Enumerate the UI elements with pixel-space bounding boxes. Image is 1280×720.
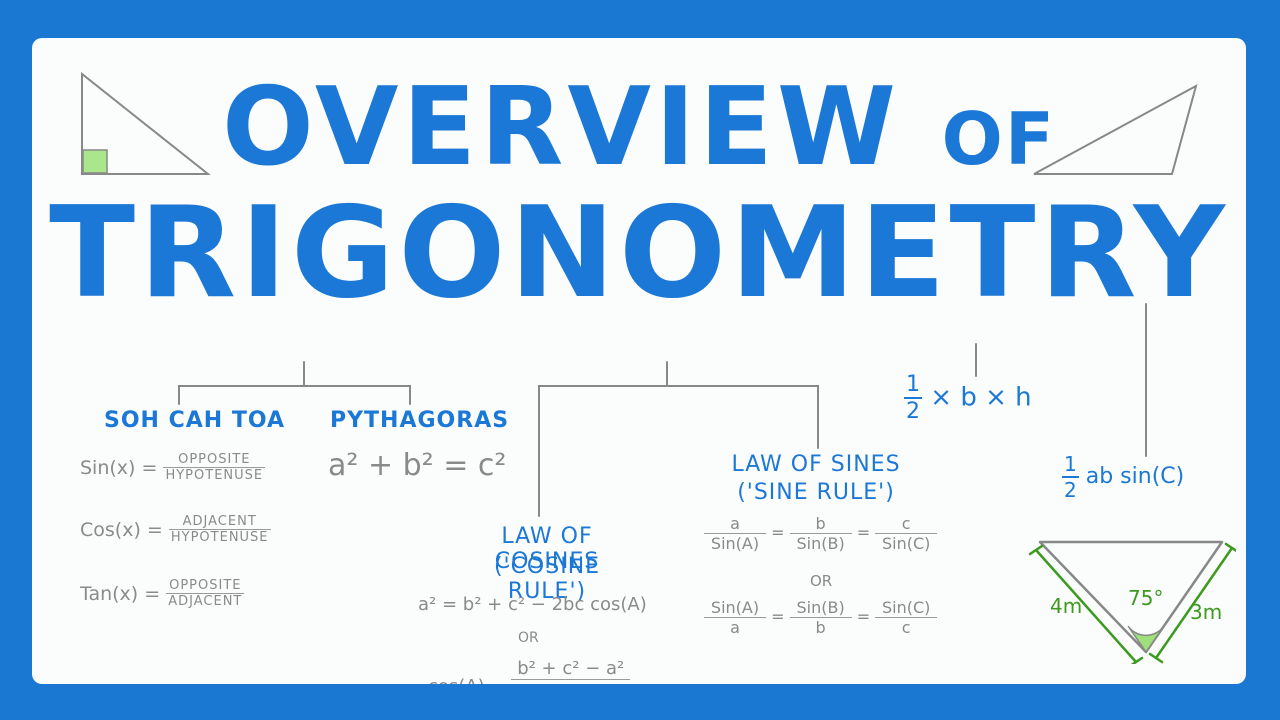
title-overview: OVERVIEW (221, 65, 901, 190)
sine-frac-c-num: c (875, 514, 938, 534)
cosine-rule-formula: a² = b² + c² − 2bc cos(A) (418, 594, 647, 615)
cos-formula: Cos(x) = ADJACENT HYPOTENUSE (80, 514, 271, 545)
title-line-1: OVERVIEW OF (32, 74, 1246, 182)
sine-frac-b-num: b (789, 514, 852, 534)
connector-lines (178, 303, 1147, 517)
sin-formula: Sin(x) = OPPOSITE HYPOTENUSE (80, 452, 266, 483)
sin-lhs: Sin(x) = (80, 456, 158, 479)
tan-numerator: OPPOSITE (166, 578, 245, 594)
tan-lhs: Tan(x) = (80, 582, 161, 605)
angle-label: 75° (1128, 586, 1164, 610)
title-of: OF (941, 97, 1057, 181)
sine-frac2-c: Sin(C)c (875, 598, 938, 637)
sin-fraction: OPPOSITE HYPOTENUSE (163, 452, 266, 483)
cos-numerator: ADJACENT (168, 514, 271, 530)
law-of-cosines-heading: LAW OF COSINES (494, 524, 600, 574)
half-fraction: 1 2 (904, 372, 922, 424)
half-fraction-2: 1 2 (1062, 452, 1079, 502)
half-rest: × b × h (930, 382, 1032, 413)
tan-formula: Tan(x) = OPPOSITE ADJACENT (80, 578, 245, 609)
cos-lhs: Cos(x) = (80, 518, 163, 541)
cos-denominator: HYPOTENUSE (170, 530, 269, 545)
sine-frac2-b-den: b (815, 618, 826, 637)
soh-cah-toa-heading: SOH CAH TOA (104, 408, 286, 433)
sine-frac2-a: Sin(A)a (704, 598, 766, 637)
sine-frac-c-den: Sin(C) (881, 534, 931, 553)
half2-rest: ab sin(C) (1085, 464, 1185, 489)
left-side-label: 4m (1050, 594, 1083, 618)
tan-denominator: ADJACENT (168, 594, 243, 609)
sine-frac-b-den: Sin(B) (796, 534, 845, 553)
sine-frac2-b-num: Sin(B) (789, 598, 852, 618)
half-den: 2 (906, 399, 920, 424)
sine-rule-row-2: Sin(A)a = Sin(B)b = Sin(C)c (704, 598, 938, 637)
sine-frac2-a-num: Sin(A) (704, 598, 766, 618)
half2-den: 2 (1064, 478, 1077, 502)
half2-num: 1 (1062, 452, 1079, 478)
cosine-formula2-numerator: b² + c² − a² (511, 658, 631, 680)
right-side-label: 3m (1190, 600, 1223, 624)
half-num: 1 (904, 372, 922, 399)
sin-numerator: OPPOSITE (163, 452, 266, 468)
sine-frac2-c-num: Sin(C) (875, 598, 938, 618)
sine-frac2-a-den: a (730, 618, 740, 637)
sine-frac-a-den: Sin(A) (710, 534, 760, 553)
tan-fraction: OPPOSITE ADJACENT (166, 578, 245, 609)
title-line-2: TRIGONOMETRY (49, 179, 1229, 326)
sine-rule-heading: ('SINE RULE') (737, 480, 895, 505)
sine-frac2-c-den: c (901, 618, 911, 637)
pythagoras-heading: PYTHAGORAS (330, 408, 510, 433)
sine-frac2-b: Sin(B)b (789, 598, 852, 637)
inverted-triangle-icon (1028, 540, 1236, 664)
law-of-sines-heading: LAW OF SINES (731, 452, 901, 477)
sine-eq2-2: = (856, 607, 871, 626)
whiteboard: OVERVIEW OF TRIGONOMETRY SOH CAH TOA Sin… (32, 38, 1246, 684)
cos-fraction: ADJACENT HYPOTENUSE (168, 514, 271, 545)
sine-or-label: OR (810, 572, 833, 590)
obtuse-triangle-icon (1033, 84, 1198, 175)
sin-denominator: HYPOTENUSE (165, 468, 264, 483)
sine-eq2-1: = (771, 607, 785, 626)
sine-frac-a-num: a (704, 514, 766, 534)
sine-eq-2: = (856, 523, 871, 542)
half-base-height-formula: 1 2 × b × h (904, 372, 1032, 424)
cosine-formula2-lhs: cos(A) = (428, 676, 505, 684)
half-ab-sinc-formula: 1 2 ab sin(C) (1062, 452, 1184, 502)
cosine-rule-formula-2: cos(A) = b² + c² − a² (428, 658, 631, 684)
sine-eq-1: = (771, 523, 785, 542)
right-triangle-icon (81, 71, 211, 175)
cosine-or-label: OR (518, 630, 539, 646)
pythagoras-formula: a² + b² = c² (328, 448, 507, 483)
cosine-rule-heading: ('COSINE RULE') (493, 554, 601, 604)
